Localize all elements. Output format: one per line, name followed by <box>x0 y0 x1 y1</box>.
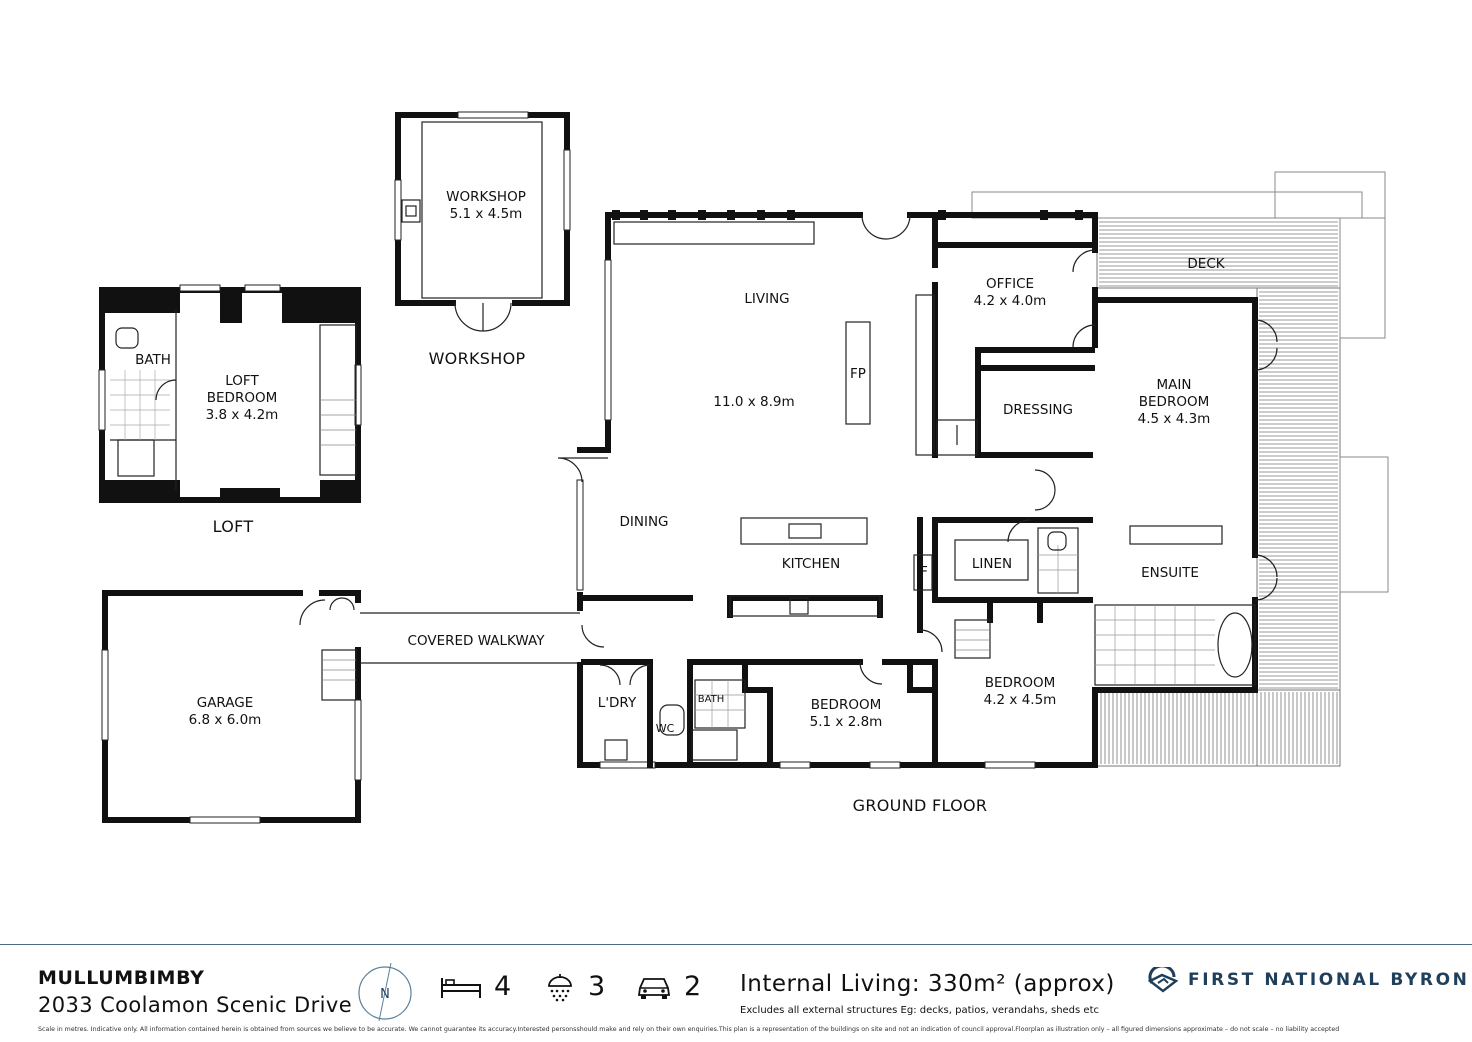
loft-bedroom-label-line2: BEDROOM <box>207 390 277 406</box>
bathrooms-count: 3 <box>588 971 606 1002</box>
fireplace-label: FP <box>850 366 866 382</box>
window <box>984 761 1036 769</box>
living-dimensions: 11.0 x 8.9m <box>713 394 794 410</box>
main-bedroom-label-line2: BEDROOM <box>1139 394 1209 410</box>
exclusions-note: Excludes all external structures Eg: dec… <box>740 1005 1099 1016</box>
disclaimer-text: Scale in metres. Indicative only. All in… <box>38 1026 1340 1033</box>
kitchen-label: KITCHEN <box>782 556 841 572</box>
agency-logo-icon <box>1148 967 1178 993</box>
cars-count: 2 <box>684 971 702 1002</box>
office-label: OFFICE <box>986 276 1034 292</box>
dressing-label: DRESSING <box>1003 402 1073 418</box>
loft-floor-title: LOFT <box>213 517 254 536</box>
window <box>599 761 656 769</box>
window-mullion <box>612 210 620 220</box>
garage-dimensions: 6.8 x 6.0m <box>189 712 262 728</box>
cars-feature: 2 <box>636 971 701 1002</box>
street-address: 2033 Coolamon Scenic Drive <box>38 993 353 1017</box>
loft-bedroom-dimensions: 3.8 x 4.2m <box>206 407 279 423</box>
garage-label: GARAGE <box>197 695 254 711</box>
compass-north-letter: N <box>380 987 390 1002</box>
window-mullion <box>727 210 735 220</box>
agency-name: FIRST NATIONAL BYRON <box>1188 970 1470 990</box>
agency-brand: FIRST NATIONAL BYRON <box>1148 967 1469 993</box>
suburb: MULLUMBIMBY <box>38 967 205 989</box>
loft-bath-label: BATH <box>135 352 171 368</box>
window-mullion <box>698 210 706 220</box>
window <box>869 761 901 769</box>
ground-floor-title: GROUND FLOOR <box>853 796 988 815</box>
office-dimensions: 4.2 x 4.0m <box>974 293 1047 309</box>
covered-walkway <box>360 612 580 664</box>
window <box>779 761 811 769</box>
window-mullion <box>787 210 795 220</box>
workshop-floor-title: WORKSHOP <box>429 349 526 368</box>
ensuite-label: ENSUITE <box>1141 565 1199 581</box>
car-icon <box>637 977 671 999</box>
covered-walkway-label: COVERED WALKWAY <box>408 633 546 649</box>
window-mullion <box>640 210 648 220</box>
floor-plan: WORKSHOP 5.1 x 4.5m WORKSHOP BATH LOFT B… <box>98 111 1389 824</box>
main-bedroom-label-line1: MAIN <box>1157 377 1192 393</box>
bath-label: BATH <box>698 694 725 705</box>
bedrooms-feature: 4 <box>440 971 511 1002</box>
dining-label: DINING <box>619 514 668 530</box>
fridge-label: F <box>920 564 928 580</box>
window-mullion <box>668 210 676 220</box>
wc-label: WC <box>656 722 675 735</box>
linen-label: LINEN <box>972 556 1012 572</box>
bedroom-3-dimensions: 4.2 x 4.5m <box>984 692 1057 708</box>
garage-building <box>101 590 362 824</box>
window-mullion <box>757 210 765 220</box>
bed-icon <box>441 977 481 998</box>
bedrooms-count: 4 <box>494 971 512 1002</box>
main-bedroom-dimensions: 4.5 x 4.3m <box>1138 411 1211 427</box>
compass-icon: N <box>358 962 412 1022</box>
laundry-label: L'DRY <box>598 695 637 711</box>
workshop-dimensions: 5.1 x 4.5m <box>450 206 523 222</box>
window-mullion <box>938 210 946 220</box>
loft-building <box>98 284 362 503</box>
window-mullion <box>1075 210 1083 220</box>
internal-living-area: Internal Living: 330m² (approx) <box>740 971 1115 997</box>
living-label: LIVING <box>744 291 789 307</box>
workshop-building <box>394 111 571 332</box>
window-mullion <box>1040 210 1048 220</box>
main-house <box>557 210 1278 769</box>
deck-label: DECK <box>1187 256 1225 272</box>
bedroom-3-label: BEDROOM <box>985 675 1055 691</box>
shower-icon <box>548 973 572 1001</box>
footer-bar: MULLUMBIMBY 2033 Coolamon Scenic Drive N… <box>0 944 1472 1042</box>
loft-bedroom-label-line1: LOFT <box>225 373 259 389</box>
bedroom-2-label: BEDROOM <box>811 697 881 713</box>
bathrooms-feature: 3 <box>544 971 605 1002</box>
bedroom-2-dimensions: 5.1 x 2.8m <box>810 714 883 730</box>
workshop-label: WORKSHOP <box>446 189 526 205</box>
